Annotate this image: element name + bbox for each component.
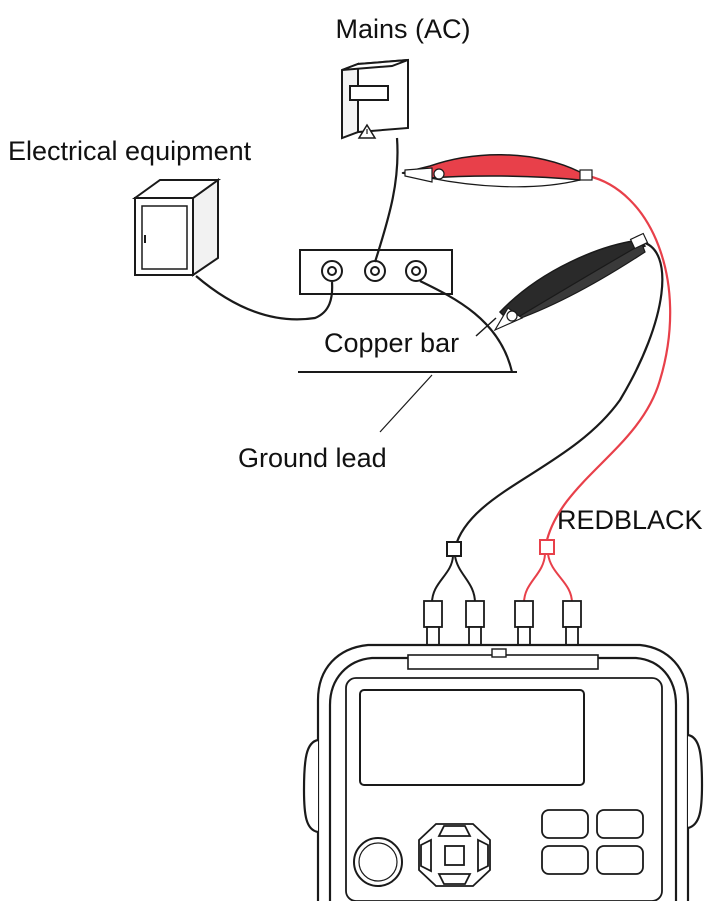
red-splitter bbox=[523, 539, 573, 604]
mains-box bbox=[341, 58, 409, 140]
black-splitter bbox=[431, 541, 476, 604]
square-button-icon bbox=[444, 845, 465, 866]
tester-key-3 bbox=[541, 845, 589, 875]
warning-triangle-icon bbox=[357, 123, 377, 139]
lead-color-label: REDBLACK bbox=[557, 505, 703, 535]
terminal-2 bbox=[364, 260, 386, 282]
tester-key-4 bbox=[596, 845, 644, 875]
terminal-3 bbox=[405, 260, 427, 282]
earth-resistance-tester bbox=[302, 643, 704, 901]
copper-bar bbox=[299, 249, 453, 295]
ground-lead-label: Ground lead bbox=[238, 443, 387, 473]
tester-dpad bbox=[418, 823, 491, 887]
equipment-box bbox=[131, 178, 222, 277]
black-lead bbox=[453, 240, 664, 549]
terminal-1 bbox=[321, 260, 343, 282]
tester-key-2 bbox=[596, 809, 644, 839]
tester-key-1 bbox=[541, 809, 589, 839]
mains-wire bbox=[373, 137, 399, 263]
ground-wire bbox=[419, 280, 514, 373]
mains-label: Mains (AC) bbox=[335, 14, 470, 44]
tester-display bbox=[359, 689, 585, 786]
copper-bar-pointer bbox=[475, 317, 497, 337]
red-lead bbox=[544, 174, 672, 545]
equipment-label: Electrical equipment bbox=[8, 136, 252, 166]
red-clip bbox=[401, 154, 593, 188]
ground-lead-pointer bbox=[379, 374, 433, 433]
copper-bar-label: Copper bar bbox=[324, 328, 459, 358]
black-clip bbox=[493, 232, 649, 332]
equipment-wire bbox=[195, 275, 334, 321]
